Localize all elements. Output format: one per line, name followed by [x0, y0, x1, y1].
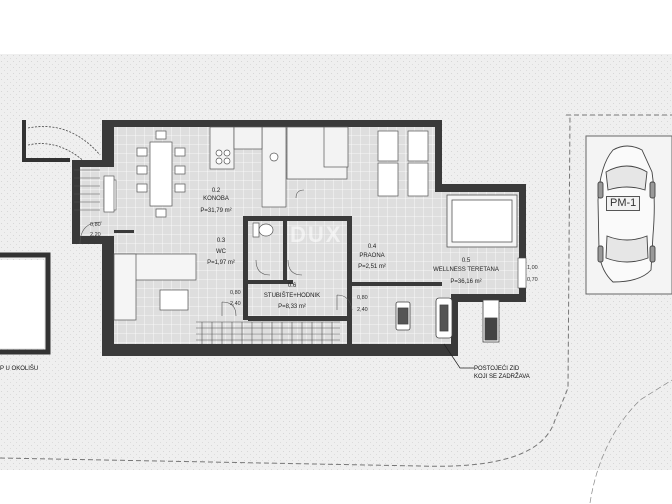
dimension-label: 0,80: [90, 222, 101, 228]
jacuzzi: [446, 194, 518, 248]
surrounding-note: P U OKOLIŠU: [0, 366, 39, 372]
dimension-label: 2,40: [230, 301, 241, 307]
room-number-stubiste: 0.6: [287, 283, 297, 289]
car-icon: [597, 145, 656, 283]
adjacent-structure: [0, 252, 51, 355]
room-name-stubiste: STUBIŠTE+HODNIK: [263, 293, 321, 299]
room-name-praona: PRAONA: [359, 253, 385, 259]
room-area-wellness: P=36,16 m²: [450, 279, 482, 285]
kitchen-counter: [209, 126, 349, 208]
existing-wall-line-1: POSTOJEĆI ZID: [474, 366, 520, 372]
room-name-wellness: WELLNESS TERETANA: [433, 267, 499, 273]
room-area-praona: P=2,51 m²: [358, 264, 386, 270]
dimension-label: 0,80: [230, 290, 241, 296]
gym-equipment: [395, 297, 500, 343]
room-area-konoba: P=31,79 m²: [200, 208, 232, 214]
room-number-wellness: 0.5: [461, 258, 471, 264]
exterior-stair-wall: [22, 120, 70, 162]
dining-table: [136, 130, 186, 218]
dimension-label: 0,80: [357, 295, 368, 301]
existing-wall-line-2: KOJI SE ZADRŽAVA: [474, 373, 530, 380]
interior-walls: [114, 216, 442, 346]
room-area-wc: P=1,97 m²: [207, 260, 235, 266]
room-name-konoba: KONOBA: [203, 196, 229, 202]
room-area-stubiste: P=8,33 m²: [278, 304, 306, 310]
sofa: [113, 253, 197, 321]
toilet: [252, 222, 274, 238]
room-name-wc: WC: [216, 249, 226, 255]
benches: [377, 130, 429, 197]
terrain-boundary: [0, 114, 571, 467]
room-number-praona: 0.4: [367, 244, 377, 250]
room-number-konoba: 0.2: [211, 188, 221, 194]
doors: [79, 189, 353, 317]
leader-line: [443, 343, 474, 369]
existing-wall-note: POSTOJEĆI ZID KOJI SE ZADRŽAVA: [474, 366, 530, 382]
dimension-label: 2,40: [357, 307, 368, 313]
dimension-label: 0,70: [527, 277, 538, 283]
parking-label: PM-1: [606, 196, 641, 211]
room-number-wc: 0.3: [216, 238, 226, 244]
windows: [103, 175, 527, 289]
dimension-label: 1,00: [527, 265, 538, 271]
watermark-logo: DUX: [290, 222, 343, 247]
dimension-label: 2,20: [90, 232, 101, 238]
road-edge: [589, 379, 672, 504]
staircase: [196, 321, 340, 344]
